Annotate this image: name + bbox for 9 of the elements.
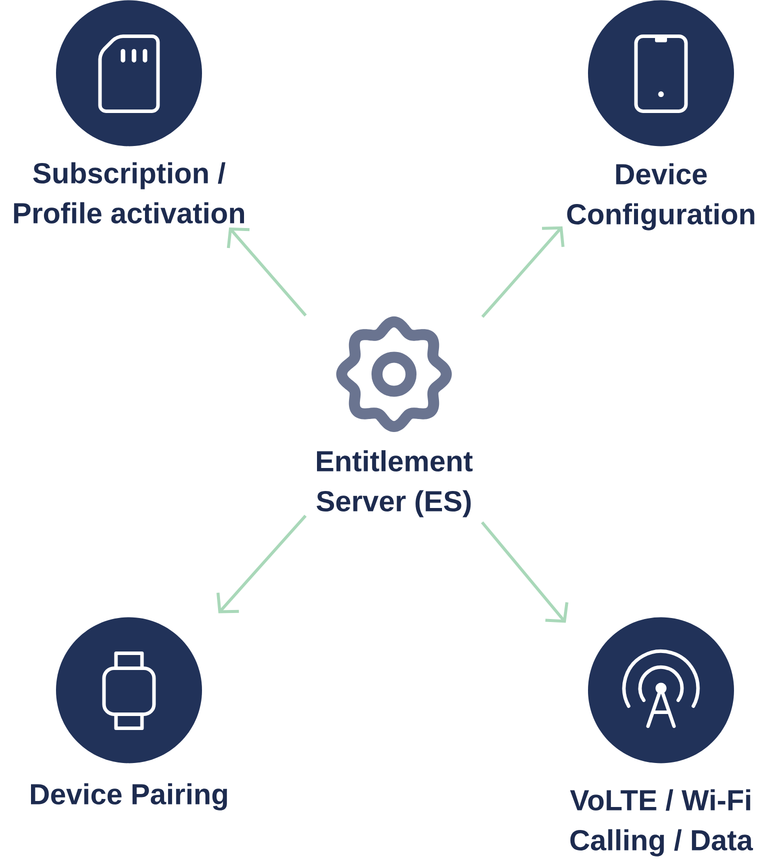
feature-label: Device Configuration — [567, 163, 754, 230]
arrow — [481, 226, 564, 318]
arrow — [480, 521, 568, 623]
feature-label: Subscription / Profile activation — [14, 162, 244, 224]
feature-label: Device Pairing — [31, 783, 227, 810]
server-label: Entitlement Server (ES) — [316, 450, 473, 518]
feature-label: VoLTE / Wi-Fi Calling / Data — [570, 789, 754, 856]
arrow — [216, 514, 307, 614]
arrow — [226, 227, 307, 316]
